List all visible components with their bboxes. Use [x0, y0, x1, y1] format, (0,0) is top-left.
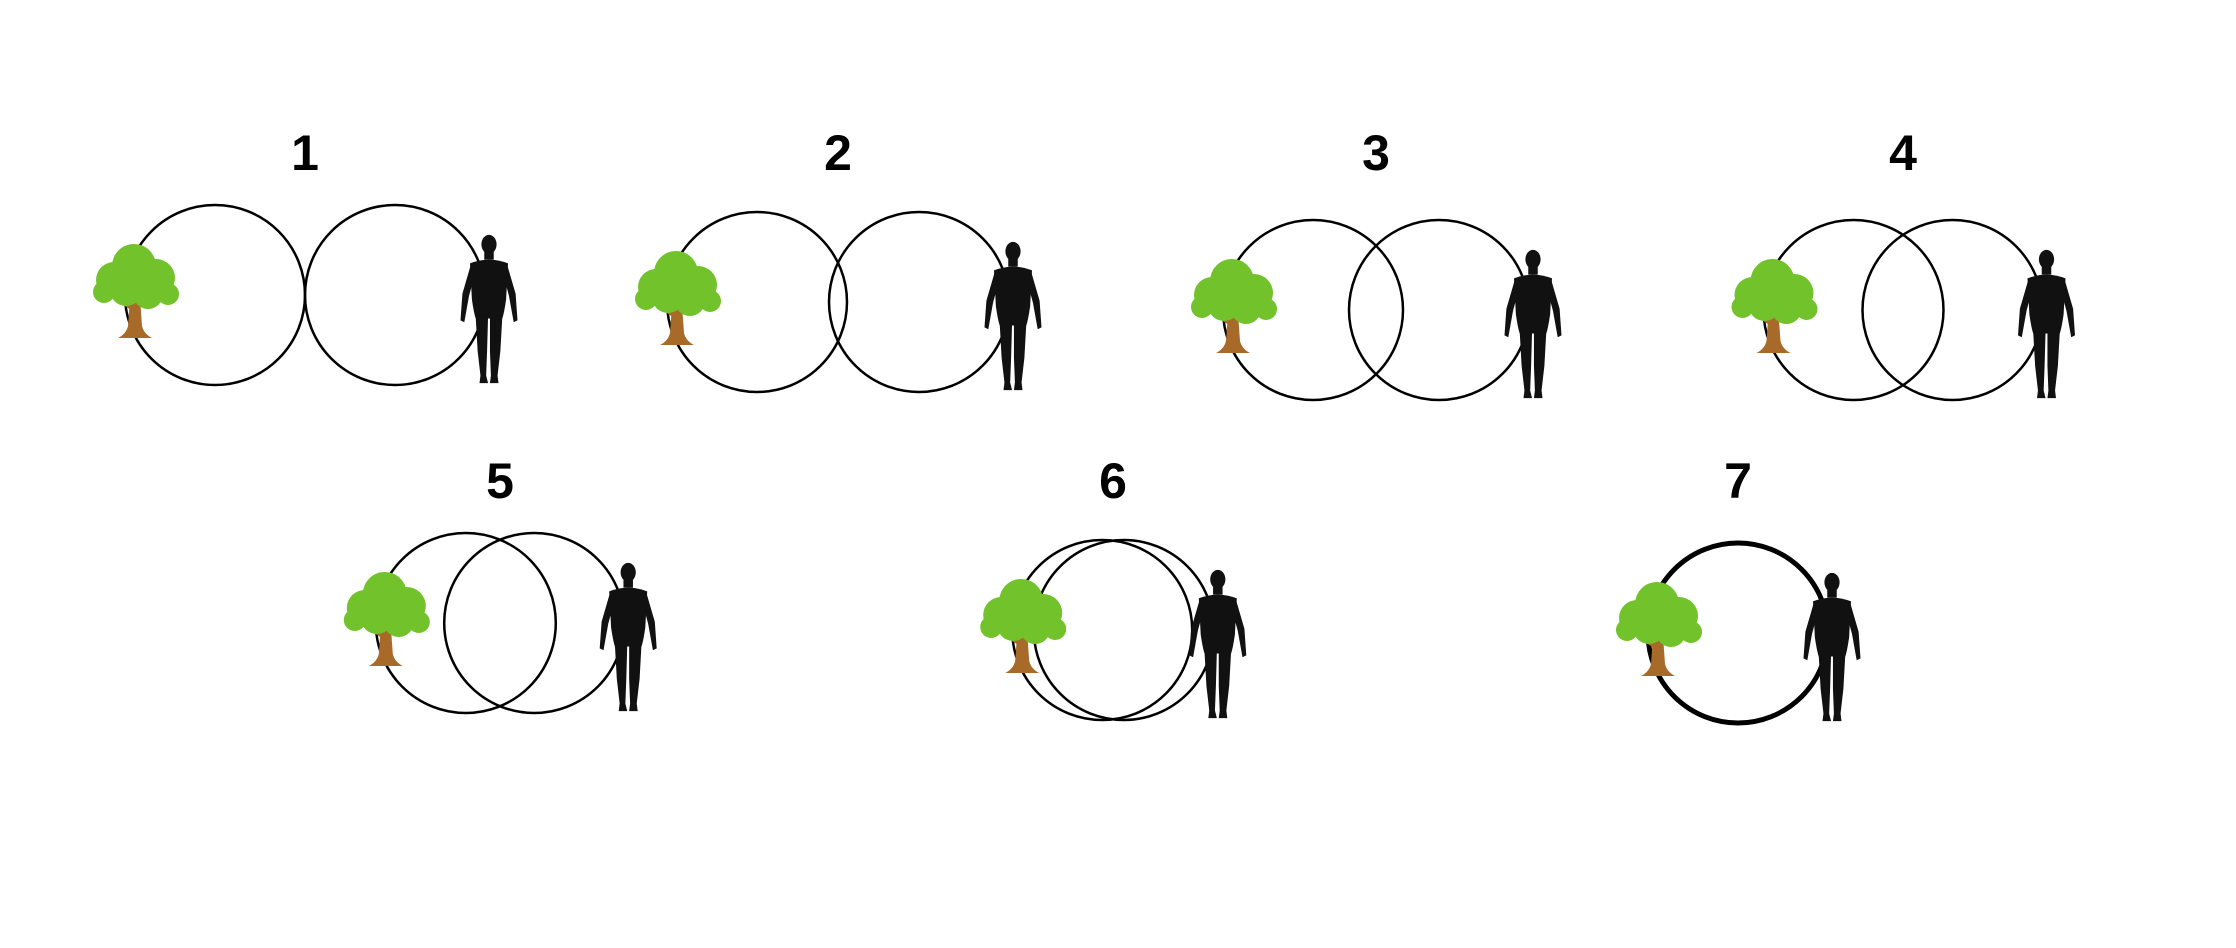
panel-number: 3	[1362, 125, 1390, 181]
person-silhouette-icon	[599, 562, 657, 712]
tree-icon	[633, 249, 722, 347]
right-circle	[303, 203, 487, 387]
panel-2: 2	[633, 125, 1042, 394]
panel-7: 7	[1614, 453, 1861, 726]
person-silhouette-icon	[460, 234, 518, 384]
right-circle	[442, 531, 626, 715]
tree-icon	[1189, 257, 1278, 355]
panel-number: 5	[486, 453, 514, 509]
right-circle	[1861, 218, 2044, 402]
panel-5: 5	[341, 453, 657, 715]
right-circle	[1347, 218, 1531, 402]
tree-icon	[341, 570, 431, 668]
tree-icon	[1614, 580, 1703, 678]
tree-icon	[978, 577, 1068, 675]
person-silhouette-icon	[984, 241, 1042, 391]
panel-4: 4	[1729, 125, 2075, 402]
tree-icon	[1729, 257, 1819, 355]
person-silhouette-icon	[1189, 569, 1247, 719]
panel-number: 4	[1889, 125, 1917, 181]
panel-1: 1	[91, 125, 518, 387]
panel-3: 3	[1189, 125, 1562, 402]
panel-number: 6	[1099, 453, 1127, 509]
panel-number: 2	[824, 125, 852, 181]
panel-number: 1	[291, 125, 319, 181]
tree-icon	[91, 242, 180, 340]
person-silhouette-icon	[1803, 572, 1861, 722]
right-circle	[827, 210, 1011, 394]
panel-6: 6	[978, 453, 1247, 722]
person-silhouette-icon	[1504, 249, 1562, 399]
person-silhouette-icon	[2018, 249, 2075, 399]
panel-number: 7	[1724, 453, 1752, 509]
